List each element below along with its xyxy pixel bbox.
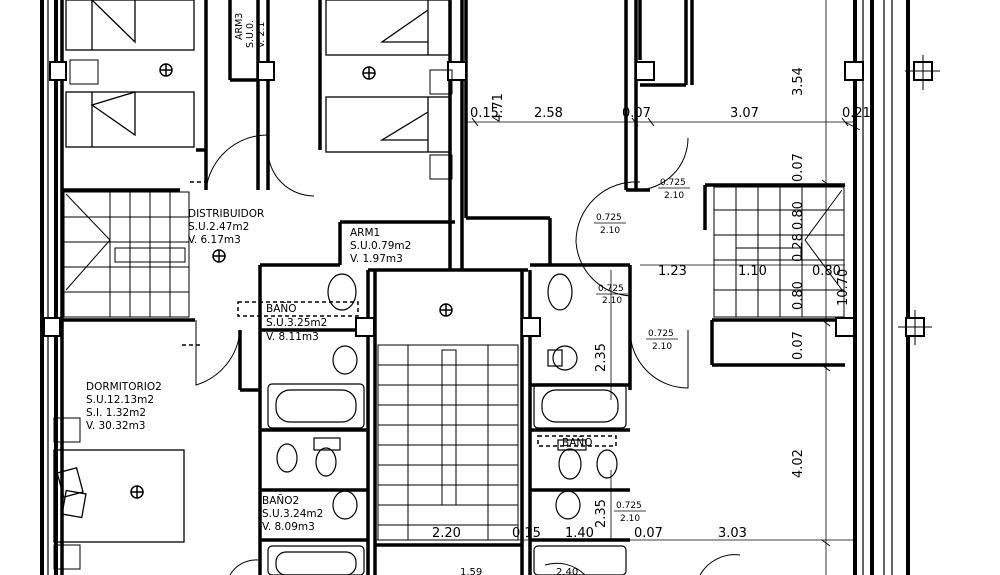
door4-width: 0.725 xyxy=(648,329,674,339)
bano2-name: BAÑO2 xyxy=(262,494,299,507)
dormitorio2-v: V. 30.32m3 xyxy=(86,420,145,432)
dim-2-35a: 2.35 xyxy=(594,343,609,372)
dormitorio2-name: DORMITORIO2 xyxy=(86,381,162,393)
bano2-v: V. 8.09m3 xyxy=(262,521,315,533)
interior-walls xyxy=(60,0,845,575)
door1-height: 2.10 xyxy=(664,191,684,201)
dim-0-80b: 0.80 xyxy=(791,281,806,310)
dim-3-54: 3.54 xyxy=(791,67,806,96)
door-labels: 0.725 2.10 0.725 2.10 0.725 2.10 0.725 2… xyxy=(594,178,690,524)
dormitorio2-si: S.I. 1.32m2 xyxy=(86,407,146,419)
distribuidor-name: DISTRIBUIDOR xyxy=(188,208,264,220)
ceiling-lights xyxy=(130,63,453,499)
dim-0-28: 0.28 xyxy=(791,233,806,262)
door2-width: 0.725 xyxy=(596,213,622,223)
door3-height: 2.10 xyxy=(602,296,622,306)
structural-columns xyxy=(43,61,933,337)
dim-4-02: 4.02 xyxy=(791,449,806,478)
door3-width: 0.725 xyxy=(598,284,624,294)
dim-10-70: 10.70 xyxy=(836,269,851,306)
dim-0-15a: 0.15 xyxy=(470,106,499,121)
outer-walls xyxy=(40,0,910,575)
arm3-v: V. 2.1 xyxy=(256,22,267,48)
dim-4-71: 4.71 xyxy=(491,93,506,122)
door5-height: 2.10 xyxy=(620,514,640,524)
dim-0-07d: 0.07 xyxy=(634,526,663,541)
dim-1-59: 1.59 xyxy=(460,567,482,575)
electrical-dashes xyxy=(182,181,617,447)
arm3-name: ARM3 xyxy=(234,13,245,40)
dim-3-07: 3.07 xyxy=(730,106,759,121)
beds xyxy=(53,0,451,543)
dim-0-80a: 0.80 xyxy=(791,201,806,230)
stair-right xyxy=(713,186,845,318)
door1-width: 0.725 xyxy=(660,178,686,188)
bath-fixtures xyxy=(267,273,627,575)
arm1-name: ARM1 xyxy=(350,227,380,239)
dim-1-10: 1.10 xyxy=(738,264,767,279)
dim-0-15b: 0.15 xyxy=(512,526,541,541)
door5-width: 0.725 xyxy=(616,501,642,511)
arm1-su: S.U.0.79m2 xyxy=(350,240,411,252)
dim-3-03: 3.03 xyxy=(718,526,747,541)
dimension-labels: 3.54 4.71 0.15 2.58 0.07 3.07 0.21 0.07 … xyxy=(432,67,871,575)
distribuidor-v: V. 6.17m3 xyxy=(188,234,241,246)
dim-0-07b: 0.07 xyxy=(791,153,806,182)
arm3-su: S.U.0. xyxy=(245,20,256,48)
dim-2-35b: 2.35 xyxy=(594,499,609,528)
dimension-ticks xyxy=(471,117,849,547)
distribuidor-su: S.U.2.47m2 xyxy=(188,221,249,233)
bano-su: S.U.3.25m2 xyxy=(266,317,327,329)
dimension-lines xyxy=(375,0,861,575)
dim-0-21: 0.21 xyxy=(842,106,871,121)
room-labels: DISTRIBUIDOR S.U.2.47m2 V. 6.17m3 ARM1 S… xyxy=(86,208,593,533)
door-swings xyxy=(195,134,741,575)
dormitorio2-su: S.U.12.13m2 xyxy=(86,394,154,406)
stair-core xyxy=(377,344,519,541)
bano2-su: S.U.3.24m2 xyxy=(262,508,323,520)
dim-0-80h: 0.80 xyxy=(812,264,841,279)
dim-2-40: 2.40 xyxy=(556,567,578,575)
arm1-v: V. 1.97m3 xyxy=(350,253,403,265)
bano-name: BAÑO xyxy=(266,302,297,315)
dim-2-20: 2.20 xyxy=(432,526,461,541)
stair-left xyxy=(63,191,190,318)
dim-1-40: 1.40 xyxy=(565,526,594,541)
bano-right-name: BAÑO xyxy=(562,436,593,449)
nightstands xyxy=(53,59,453,570)
arm3-labels: ARM3 S.U.0. V. 2.1 xyxy=(234,13,267,48)
dim-2-58: 2.58 xyxy=(534,106,563,121)
dim-0-07a: 0.07 xyxy=(622,106,651,121)
outer-wall-thin-lines xyxy=(47,0,893,575)
bano-v: V. 8.11m3 xyxy=(266,331,319,343)
dim-1-23: 1.23 xyxy=(658,264,687,279)
door4-height: 2.10 xyxy=(652,342,672,352)
dim-0-07c: 0.07 xyxy=(791,331,806,360)
column-crosshairs xyxy=(898,55,940,345)
door2-height: 2.10 xyxy=(600,226,620,236)
